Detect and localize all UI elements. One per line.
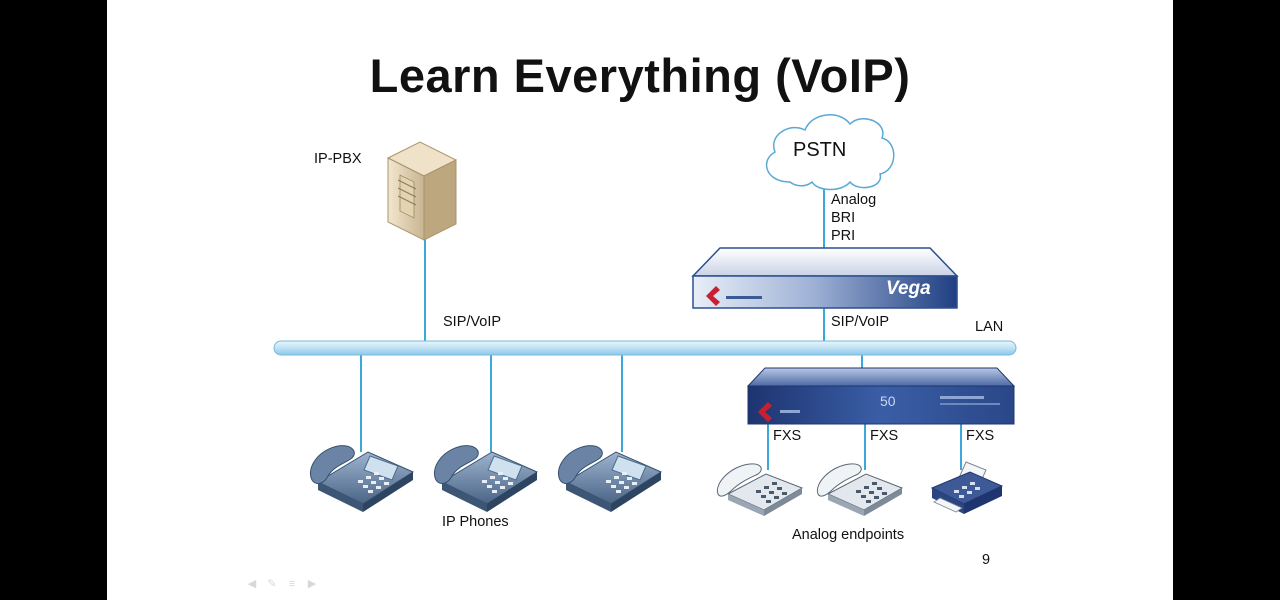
vega50-model-label: 50 — [880, 393, 896, 409]
page-number: 9 — [982, 552, 991, 568]
lan-bar — [273, 340, 1017, 356]
ip-phone-2-icon — [434, 445, 539, 512]
fxs-2-label: FXS — [870, 428, 899, 444]
slide-title: Learn Everything (VoIP) — [369, 49, 911, 102]
lan-label: LAN — [975, 319, 1004, 335]
ip-pbx-server-icon — [386, 141, 458, 241]
analog-label: Analog — [831, 192, 877, 208]
fax-machine-icon — [930, 461, 1004, 514]
pstn-label: PSTN — [793, 139, 847, 161]
sip-voip-right-label: SIP/VoIP — [831, 314, 890, 330]
slide-toolbar: ◀ ✎ ≡ ▶ — [246, 578, 318, 590]
ip-phone-1-icon — [310, 445, 415, 512]
next-arrow-icon[interactable]: ▶ — [307, 578, 317, 590]
sip-voip-left-label: SIP/VoIP — [443, 314, 502, 330]
pri-label: PRI — [831, 228, 856, 244]
bri-label: BRI — [831, 210, 856, 226]
pillar-left — [107, 0, 240, 600]
prev-arrow-icon[interactable]: ◀ — [247, 578, 257, 590]
menu-icon[interactable]: ≡ — [288, 578, 296, 590]
connection-lines — [360, 184, 962, 470]
fxs-3-label: FXS — [966, 428, 995, 444]
ip-phone-3-icon — [558, 445, 663, 512]
pstn-cloud — [765, 114, 895, 191]
analog-phone-2-icon — [816, 463, 904, 516]
vega-gateway-icon — [691, 247, 959, 309]
vega50-gateway-icon — [746, 367, 1016, 425]
fxs-1-label: FXS — [773, 428, 802, 444]
ip-phones-label: IP Phones — [442, 514, 509, 530]
vega-brand-label: Vega — [886, 278, 931, 299]
ip-pbx-label: IP-PBX — [314, 151, 362, 167]
analog-phone-1-icon — [716, 463, 804, 516]
pillar-right — [1040, 0, 1173, 600]
analog-endpoints-label: Analog endpoints — [792, 527, 905, 543]
pen-icon[interactable]: ✎ — [267, 578, 277, 590]
